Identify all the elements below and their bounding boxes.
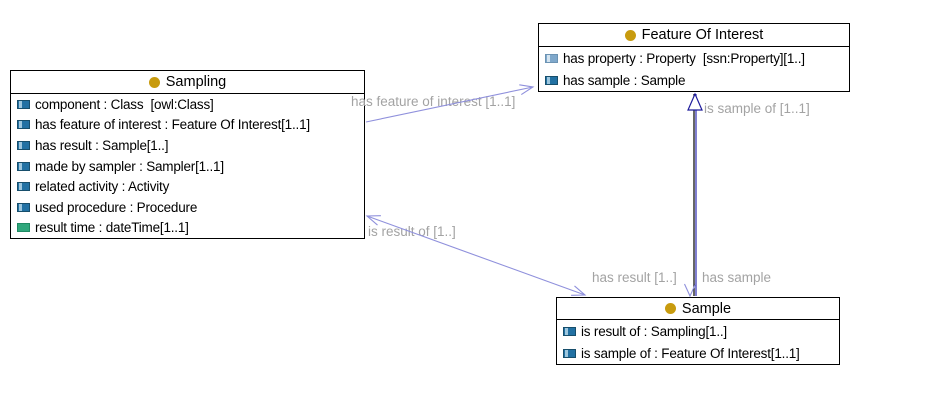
attribute-icon <box>17 99 30 109</box>
attribute-row-has-result[interactable]: has result : Sample[1..] <box>11 135 364 156</box>
attribute-row-has-sample[interactable]: has sample : Sample <box>539 69 849 91</box>
edge-label-has-sample: has sample <box>702 270 772 285</box>
attribute-row-used-procedure[interactable]: used procedure : Procedure <box>11 197 364 218</box>
open-arrowhead-icon <box>519 84 535 96</box>
class-header-feature-of-interest[interactable]: Feature Of Interest <box>539 24 849 47</box>
hollow-triangle-arrowhead-icon <box>687 92 703 111</box>
class-box-feature-of-interest[interactable]: Feature Of Interest has property : Prope… <box>538 23 850 92</box>
attribute-icon-datetime <box>17 223 30 233</box>
class-title-sampling: Sampling <box>165 74 227 90</box>
attribute-row-is-result-of[interactable]: is result of : Sampling[1..] <box>557 320 839 342</box>
attribute-icon <box>17 182 30 192</box>
class-header-sample[interactable]: Sample <box>557 298 839 320</box>
owl-class-circle-icon <box>148 76 160 88</box>
open-arrowhead-icon <box>684 283 696 298</box>
edge-label-has-result: has result [1..] <box>592 270 677 285</box>
owl-class-circle-icon <box>624 29 636 41</box>
attribute-row-has-feature-of-interest[interactable]: has feature of interest : Feature Of Int… <box>11 115 364 136</box>
attribute-icon <box>17 161 30 171</box>
attribute-row-made-by-sampler[interactable]: made by sampler : Sampler[1..1] <box>11 156 364 177</box>
class-title-sample: Sample <box>681 300 732 317</box>
edge-label-has-feature-of-interest: has feature of interest [1..1] <box>351 94 516 109</box>
attribute-row-has-property[interactable]: has property : Property [ssn:Property][1… <box>539 47 849 69</box>
attribute-row-related-activity[interactable]: related activity : Activity <box>11 176 364 197</box>
attribute-icon <box>17 202 30 212</box>
attribute-icon-inherited <box>545 53 558 63</box>
edge-label-is-result-of: is result of [1..] <box>368 224 456 239</box>
class-box-sampling[interactable]: Sampling component : Class [owl:Class] h… <box>10 70 365 240</box>
attribute-icon <box>563 348 576 358</box>
attribute-row-is-sample-of[interactable]: is sample of : Feature Of Interest[1..1] <box>557 342 839 364</box>
class-header-sampling[interactable]: Sampling <box>11 71 364 94</box>
edge-sample-association[interactable] <box>684 92 703 298</box>
attribute-icon <box>17 140 30 150</box>
edge-label-is-sample-of: is sample of [1..1] <box>704 101 810 116</box>
open-arrowhead-icon <box>571 285 587 296</box>
attribute-icon <box>17 120 30 130</box>
attribute-row-result-time[interactable]: result time : dateTime[1..1] <box>11 218 364 239</box>
owl-class-circle-icon <box>664 303 676 314</box>
attribute-icon <box>545 75 558 85</box>
class-box-sample[interactable]: Sample is result of : Sampling[1..] is s… <box>556 297 840 365</box>
attribute-icon <box>563 326 576 336</box>
attribute-row-component[interactable]: component : Class [owl:Class] <box>11 94 364 115</box>
class-title-feature-of-interest: Feature Of Interest <box>641 27 764 43</box>
